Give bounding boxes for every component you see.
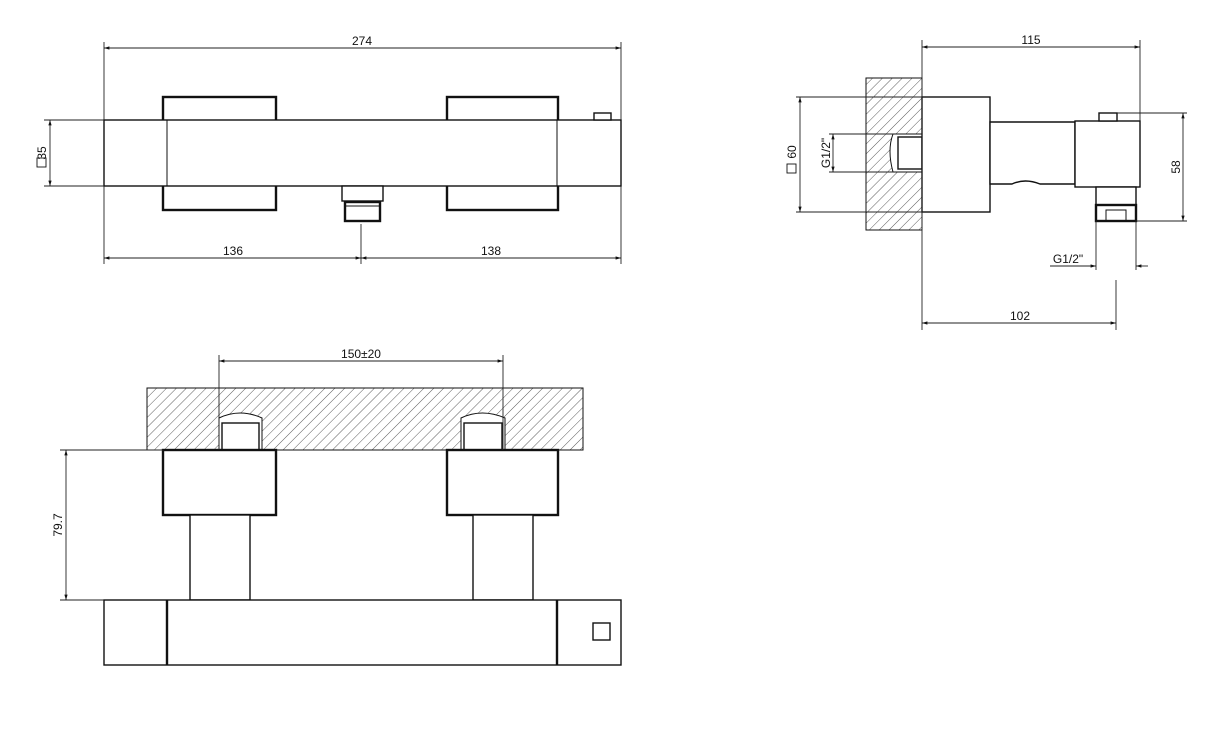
left-handle-top xyxy=(161,95,278,123)
dim-inlet-thread: G1/2" xyxy=(819,138,833,168)
dim-outlet-thread: G1/2" xyxy=(1053,252,1083,266)
right-wall-block xyxy=(445,448,560,517)
pipe xyxy=(989,121,1076,185)
right-inlet xyxy=(463,422,503,451)
knob xyxy=(1098,112,1118,122)
left-inlet xyxy=(221,422,260,451)
outlet-nut xyxy=(1094,203,1138,223)
front-view: 274 35 136 138 xyxy=(35,34,622,264)
right-handle-top xyxy=(445,95,560,123)
dim-left-to-outlet: 136 xyxy=(223,244,243,258)
knob xyxy=(592,622,611,641)
right-handle-bottom xyxy=(445,183,560,212)
left-pipe xyxy=(189,514,251,601)
dim-wall-plate: 60 xyxy=(785,145,799,159)
left-wall-block xyxy=(161,448,278,517)
outlet-thread xyxy=(343,200,382,223)
dim-outlet-to-right: 138 xyxy=(481,244,501,258)
side-view: 115 60 G1/2" 58 G1/2" 102 xyxy=(785,33,1187,330)
outlet xyxy=(341,185,384,202)
dim-inlet-spacing: 150±20 xyxy=(341,347,381,361)
mixer-body xyxy=(103,119,622,187)
left-handle-bottom xyxy=(161,183,278,212)
wall-body xyxy=(921,96,991,213)
square-symbol xyxy=(36,157,47,168)
wall-section xyxy=(146,387,584,451)
dim-depth: 115 xyxy=(1021,33,1040,47)
right-pipe xyxy=(472,514,534,601)
knob xyxy=(593,112,612,121)
outlet-head xyxy=(1074,120,1141,188)
mixer-body xyxy=(103,599,622,666)
dim-overall-width: 274 xyxy=(352,34,372,48)
dim-outlet-distance: 102 xyxy=(1010,309,1030,323)
inlet-socket xyxy=(897,136,923,170)
dim-height: 35 xyxy=(35,146,49,160)
dim-outlet-height: 58 xyxy=(1169,160,1183,174)
outlet-neck xyxy=(1095,186,1137,206)
plan-view: 150±20 79.7 xyxy=(51,347,622,666)
dim-wall-to-bar: 79.7 xyxy=(51,513,65,537)
